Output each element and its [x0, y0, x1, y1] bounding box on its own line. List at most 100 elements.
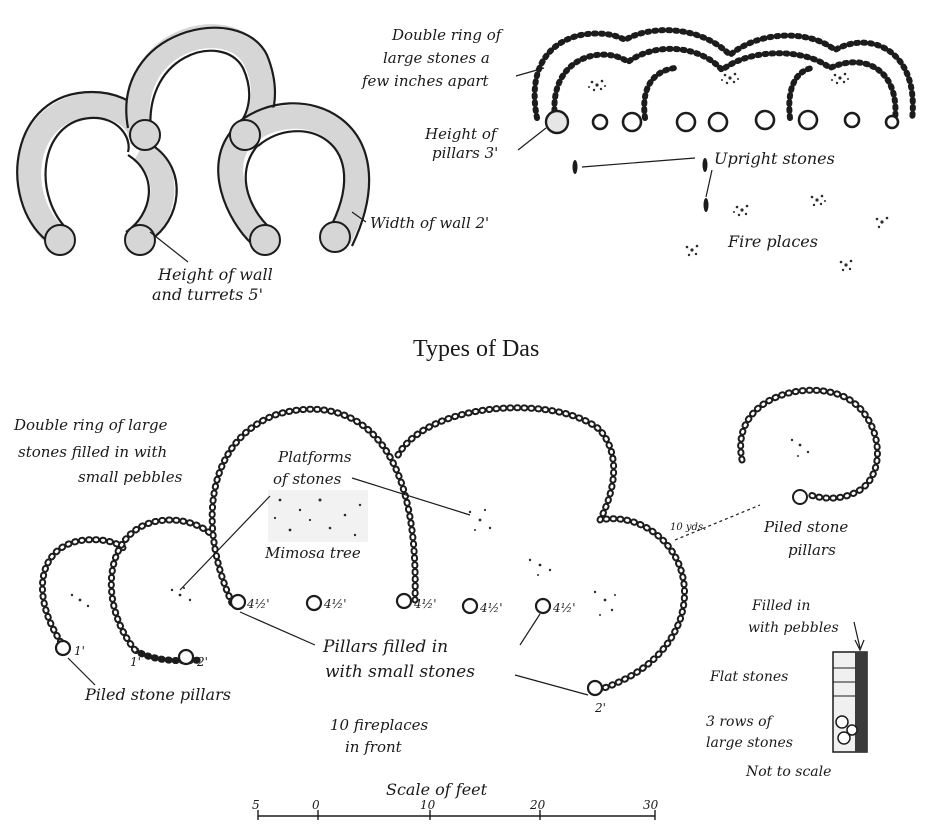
stone-pillar	[229, 593, 247, 611]
ring-middle-right	[786, 65, 815, 121]
pebbles-label-line-2: with pebbles	[748, 620, 839, 636]
pillar	[843, 111, 861, 129]
fireplace	[685, 244, 699, 257]
platforms-label-line-2: of stones	[273, 470, 342, 488]
fireplace	[588, 79, 606, 92]
stone-pillar	[461, 597, 479, 615]
section-dark-column	[855, 652, 867, 752]
scale-tick-label: 20	[529, 798, 546, 812]
noscale-label: Not to scale	[745, 764, 831, 780]
piled-pillar	[177, 648, 195, 666]
pillar	[675, 111, 697, 133]
fireplace	[721, 72, 739, 85]
upright-stone	[703, 198, 709, 212]
dim-label: 2'	[594, 701, 606, 715]
platform	[528, 558, 552, 576]
piled-pillar	[54, 639, 72, 657]
piled-right-label-line-2: pillars	[788, 541, 836, 559]
pebbles-arrow	[853, 621, 861, 649]
turret	[44, 224, 76, 256]
pebbles-arrow-head	[854, 639, 865, 652]
height-leader	[149, 231, 189, 263]
fireplaces-label: Fire places	[727, 232, 818, 251]
platform	[593, 590, 616, 616]
ring-label-line-3: few inches apart	[361, 72, 490, 90]
large-stone	[835, 715, 849, 729]
ring-outer	[531, 27, 916, 123]
piled-leader	[67, 657, 96, 686]
turret	[129, 119, 161, 151]
scale-tick-label: 30	[643, 798, 659, 812]
platform	[790, 438, 810, 457]
center-right-wall-outer	[217, 127, 253, 245]
bead-ring-detached-inner	[739, 388, 879, 500]
distance-label: 10 yds.	[670, 522, 706, 533]
pillars-leader	[239, 611, 316, 646]
turret	[249, 224, 281, 256]
turret	[229, 119, 261, 151]
platform-main	[268, 490, 368, 542]
dim-label: 4½'	[413, 597, 437, 611]
pillar-leader	[517, 127, 547, 151]
ring-label-line-2: stones filled in with	[18, 443, 167, 461]
pillar	[884, 114, 900, 130]
width-label: Width of wall 2'	[370, 214, 489, 232]
stone-pillar	[395, 592, 413, 610]
left-wall-inner	[44, 116, 130, 233]
bead-ring-second-inner	[109, 518, 214, 652]
bead-ring-far-left-inner	[41, 538, 127, 650]
width-leader	[351, 211, 367, 223]
large-stone	[837, 731, 851, 745]
pillar	[544, 109, 570, 135]
upright-label: Upright stones	[714, 149, 835, 168]
scale-label: Scale of feet	[386, 780, 488, 799]
pillars-label-line-2: with small stones	[325, 662, 475, 682]
right-wall-fill	[237, 104, 369, 244]
large-das: 1' 1' 2' 4½' 4½' 4½' 4½' 4½' 2' Double r…	[13, 386, 881, 756]
upright-stone	[702, 158, 708, 172]
rows-label-line-1: 3 rows of	[706, 714, 775, 730]
platform	[170, 587, 192, 602]
solid-wall-das: Height of wall and turrets 5' Width of w…	[16, 24, 489, 304]
stone-pillar	[534, 597, 552, 615]
right-wall-outer	[235, 102, 371, 247]
scale-tick-label: 10	[420, 798, 436, 812]
ring-label-line-2: large stones a	[383, 49, 490, 67]
fireplace	[875, 216, 889, 229]
scale-tick-label: 5	[252, 798, 260, 812]
fireplace	[810, 194, 826, 207]
right-wall-inner	[257, 130, 346, 233]
bead-ring-detached	[737, 386, 881, 502]
pillars-label-line-1: Pillars filled in	[322, 637, 448, 657]
pillars-leader-3	[514, 674, 589, 696]
dim-label: 4½'	[246, 597, 270, 611]
upright-stone	[572, 160, 578, 174]
bead-ring-middle-inner	[210, 407, 417, 605]
pillar	[707, 111, 729, 133]
pillar	[621, 111, 643, 133]
turret	[319, 221, 351, 253]
upright-leader-2	[705, 169, 713, 198]
piled-pillar	[586, 679, 604, 697]
upright-leader	[581, 157, 696, 168]
fireplace	[733, 204, 749, 217]
detached-pillar	[792, 489, 808, 505]
turret	[124, 224, 156, 256]
pillars-leader-2	[519, 613, 541, 646]
pillar	[797, 109, 819, 131]
piled-left-label: Piled stone pillars	[84, 685, 231, 704]
wall-section: Filled in with pebbles Flat stones 3 row…	[706, 598, 868, 780]
dim-label: 1'	[130, 655, 141, 669]
fireplaces-label-line-2: in front	[345, 738, 403, 756]
figure-title: Types of Das	[413, 336, 539, 362]
ring-label-line-1: Double ring of large	[13, 416, 168, 434]
platforms-label-line-1: Platforms	[277, 448, 352, 466]
ring-leader	[515, 67, 545, 77]
platform	[70, 593, 90, 608]
dim-label: 4½'	[479, 601, 503, 615]
dim-label: 4½'	[552, 601, 576, 615]
dim-label: 2'	[196, 655, 208, 669]
ring-middle-left	[641, 65, 678, 121]
